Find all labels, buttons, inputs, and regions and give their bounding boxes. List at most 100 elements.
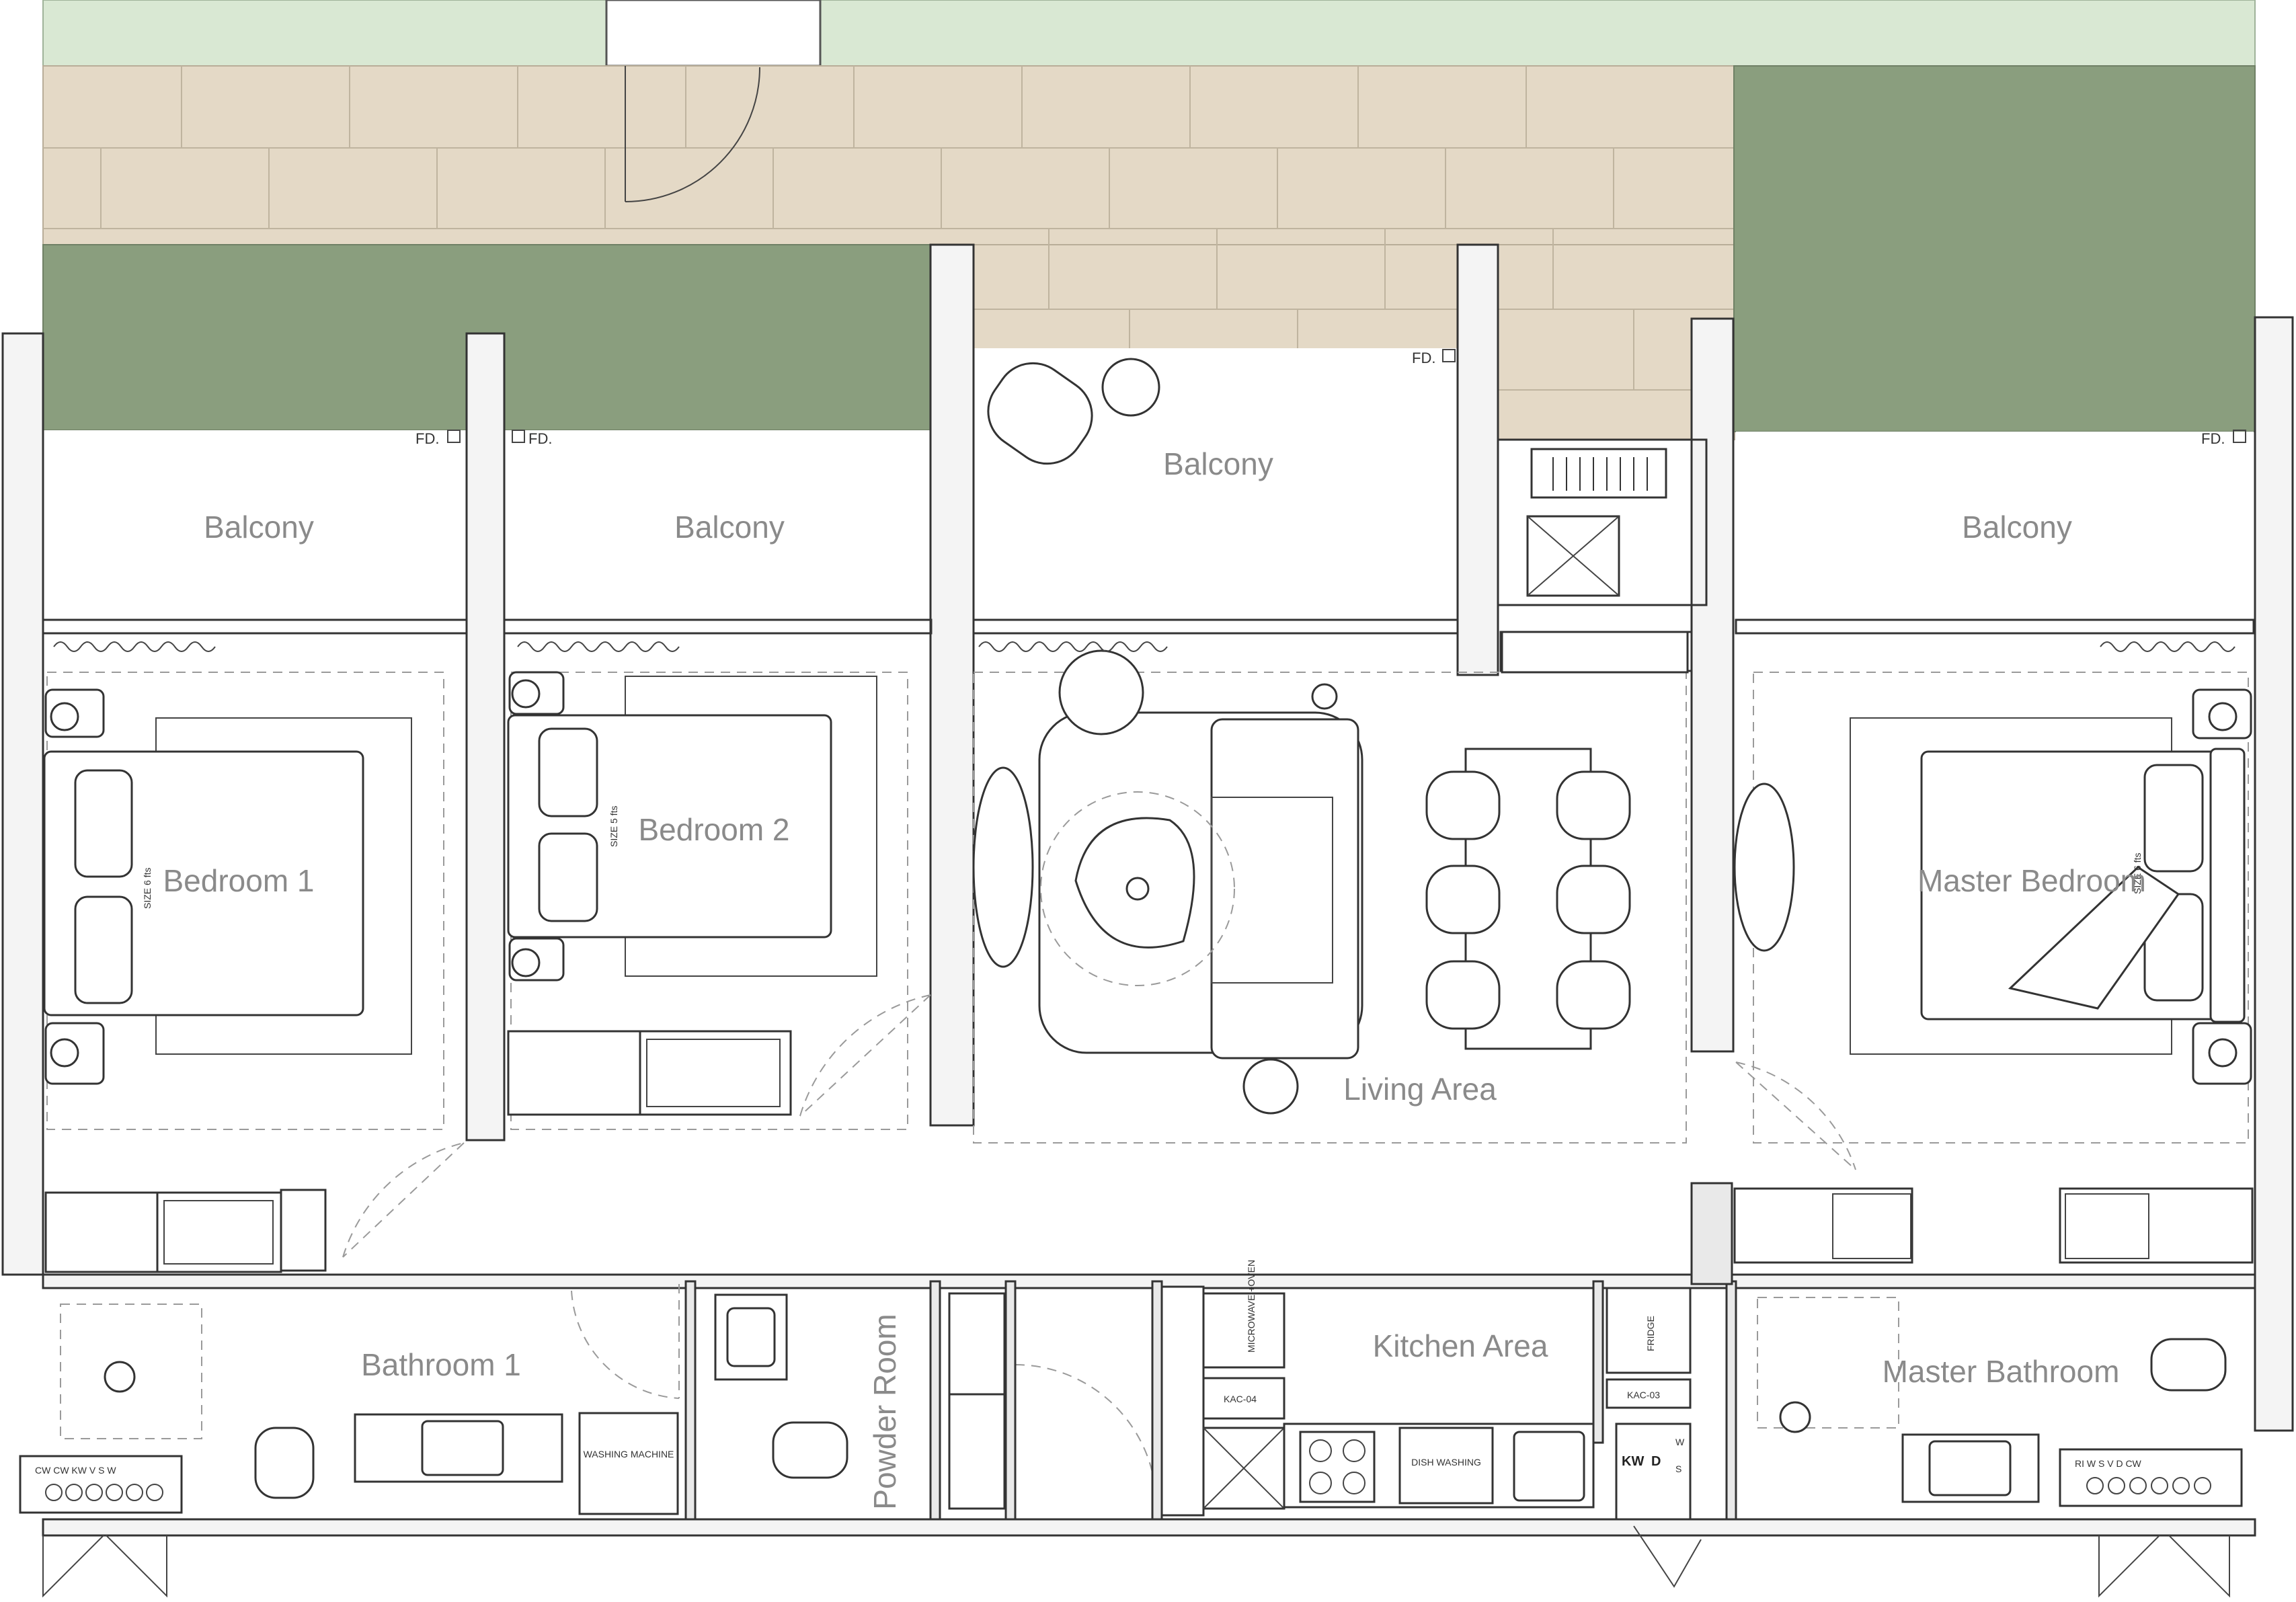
bedroom-2-rug-outer: [510, 672, 908, 1130]
master-bathroom-label: Master Bathroom: [1883, 1354, 2120, 1389]
washing-machine-label: WASHING MACHINE: [584, 1449, 674, 1459]
bedroom-2-label: Bedroom 2: [638, 812, 789, 847]
entry-door-left: [42, 1535, 167, 1598]
master-bath-basin: [1928, 1440, 2012, 1496]
living-sofa-back: [1210, 718, 1359, 1059]
lawn-strip: [42, 0, 2256, 67]
wall-right: [2254, 316, 2294, 1432]
planter-right: [1733, 65, 2256, 432]
bedroom-1-door-swing: [342, 1142, 465, 1258]
meter-valves-left: [45, 1484, 163, 1501]
bedroom-1-lamp-top: [50, 702, 79, 731]
floor-drain-1: FD.: [415, 430, 461, 447]
bathroom-1-toilet: [254, 1427, 315, 1499]
master-throw: [2008, 866, 2180, 1010]
living-rug: [973, 672, 1687, 1144]
kac-03-label: KAC-03: [1627, 1390, 1660, 1400]
master-wardrobe-right: [2059, 1187, 2254, 1264]
master-door-swing: [1735, 1062, 1856, 1170]
microwave-label: MICROWAVE +OVEN: [1246, 1260, 1257, 1353]
deck-door-swing: [625, 66, 760, 202]
bedroom-2-bed-size: SIZE 5 fts: [608, 806, 619, 847]
powder-basin: [726, 1307, 776, 1367]
dining-chairs: [1425, 770, 1631, 1030]
column-c: [1456, 243, 1499, 676]
balcony-2-floor: [504, 430, 931, 620]
master-lamp-top: [2208, 702, 2238, 731]
bedroom-1-pillow-b: [74, 895, 133, 1004]
microwave-oven: [1202, 1292, 1285, 1369]
cooktop: [1299, 1431, 1376, 1503]
bedroom-1-vanity: [280, 1189, 327, 1272]
garden-gate: [605, 0, 822, 67]
meter-box-right: [2059, 1448, 2243, 1507]
living-cabinet: [1501, 631, 1689, 674]
washing-machine: [578, 1412, 679, 1515]
master-lamp-bottom: [2208, 1038, 2238, 1068]
meter-valves-right: [2086, 1477, 2211, 1494]
utility-kw-label: KW: [1622, 1454, 1644, 1469]
timber-deck: [42, 65, 1735, 245]
bedroom-1-lamp-bottom: [50, 1038, 79, 1068]
bathroom-1-drain: [104, 1361, 136, 1393]
floor-drain-4: FD.: [2201, 430, 2246, 447]
bedroom-2-pillow-b: [538, 832, 598, 922]
floor-drain-3: FD.: [1412, 349, 1456, 366]
living-round-table: [1058, 649, 1144, 735]
kitchen-sink: [1513, 1431, 1585, 1502]
bathroom-1-label: Bathroom 1: [361, 1347, 521, 1382]
floor-drain-2: FD.: [512, 430, 552, 447]
bedroom-1-rug-outer: [46, 672, 444, 1130]
ac-unit: [1530, 448, 1667, 499]
bedroom-2-lamp-top: [511, 679, 541, 709]
living-ceiling-fan-hub: [1125, 877, 1150, 901]
bedroom-1-pillow-a: [74, 769, 133, 878]
glazing: [42, 618, 2255, 635]
kac-04-label: KAC-04: [1224, 1394, 1257, 1404]
wall-bottom: [42, 1518, 2256, 1537]
bedroom-2-door-swing: [799, 994, 931, 1117]
living-area-label: Living Area: [1343, 1072, 1497, 1107]
bedroom-1-bed-size: SIZE 6 fts: [142, 868, 153, 909]
master-curtain: [2100, 641, 2235, 652]
powder-room-label: Powder Room: [867, 1314, 902, 1509]
fridge-label: FRIDGE: [1645, 1316, 1656, 1351]
balcony-1-label: Balcony: [204, 510, 314, 545]
lounge-chair: [987, 358, 1160, 465]
balcony-4-label: Balcony: [1962, 510, 2072, 545]
ac-ledge: [1497, 438, 1708, 606]
living-curtain: [978, 641, 1168, 652]
powder-toilet: [772, 1421, 848, 1479]
bedroom-1-label: Bedroom 1: [163, 863, 314, 898]
entry-door-right: [2098, 1535, 2230, 1598]
bathroom-1-shower: [60, 1304, 202, 1439]
balcony-1-floor: [43, 430, 467, 620]
master-bath-toilet: [2150, 1338, 2227, 1392]
living-side-table: [1242, 1058, 1299, 1115]
fridge: [1606, 1287, 1692, 1374]
powder-door-swing: [1015, 1364, 1157, 1507]
wall-left: [1, 332, 44, 1276]
bedroom-2-lamp-bottom: [511, 948, 541, 977]
master-wardrobe-left: [1733, 1187, 1913, 1264]
svg-text:FD.: FD.: [415, 430, 439, 447]
master-bedroom-label: Master Bedroom: [1917, 863, 2146, 898]
dishwasher: [1398, 1427, 1494, 1505]
balcony-3-label: Balcony: [1163, 446, 1273, 481]
bathroom-1-door-swing: [571, 1284, 680, 1399]
column-b: [929, 243, 975, 1127]
master-headboard: [2209, 748, 2246, 1023]
master-bath-shower: [1757, 1297, 1899, 1429]
svg-text:FD.: FD.: [528, 430, 552, 447]
balcony-2-label: Balcony: [674, 510, 785, 545]
master-bed-size: SIZE 6 fts: [2132, 853, 2143, 894]
cooktop-burners: [1309, 1439, 1365, 1494]
living-coffee-table: [1040, 791, 1235, 986]
master-pillow-a: [2143, 764, 2204, 873]
deck-planks: [43, 66, 1734, 391]
kac-04-unit: [1202, 1377, 1285, 1420]
column-a: [465, 332, 506, 1142]
balcony-4-floor: [1736, 432, 2254, 620]
ac-grille: [1552, 457, 1648, 491]
